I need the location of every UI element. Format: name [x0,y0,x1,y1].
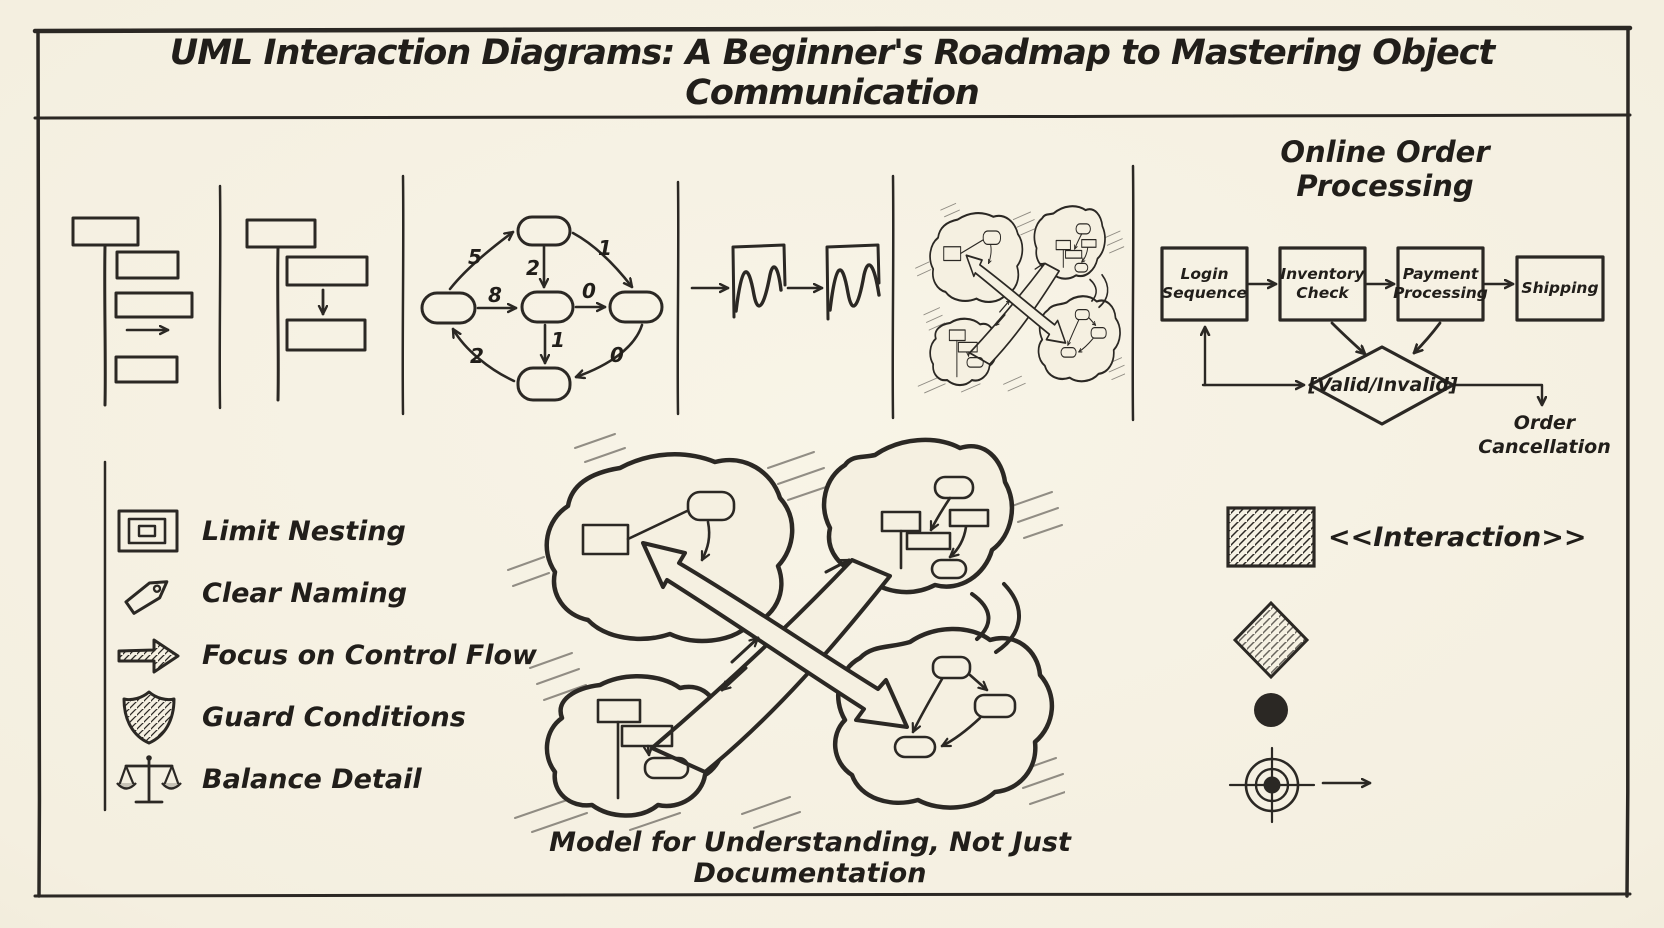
filled-circle-symbol [1254,693,1288,727]
graph-nodes [420,215,664,402]
cloud-bottom-left-content [596,698,690,800]
cancellation-arrow [1451,383,1542,405]
cloud-top-left-content [581,490,736,562]
svg-text:1: 1 [551,328,565,352]
lifeline-head-box [245,218,317,249]
frame-top-line [32,25,1633,34]
checklist-item-label: Limit Nesting [202,515,406,547]
thick-arrow-icon [117,638,180,674]
checklist-item-label: Guard Conditions [202,701,466,733]
svg-text:2: 2 [526,256,540,280]
waveform [734,265,783,313]
flowchart-drawing [1160,246,1605,426]
checklist-row: Clear Naming [116,565,407,621]
timing-diagram-sketch [690,243,881,321]
cloud-top-right-content [880,475,990,580]
flowchart-title: Online Order Processing [1280,135,1490,203]
ribbon-arrow-up-right [650,558,892,774]
graph-edge-labels: 5 2 1 8 0 1 0 2 [468,236,624,368]
flowchart-step-payment: Payment Processing [1393,265,1488,302]
frame-bottom-line [33,892,1632,898]
page-title: UML Interaction Diagrams: A Beginner's R… [169,33,1495,113]
legend-symbols [1226,506,1372,824]
balance-scale-icon [116,755,182,804]
lifeline [276,246,280,402]
waveform [828,263,881,312]
numbered-graph-sketch: 5 2 1 8 0 1 0 2 [420,215,664,402]
cancellation-label: Order Cancellation [1478,412,1611,458]
lifeline-head-box [71,216,140,247]
checklist-item-label: Balance Detail [202,763,422,795]
hatched-rectangle-symbol [1226,506,1316,568]
cloud-bottom-right-content [893,655,1017,759]
pencil-hatching [507,433,1065,833]
checklist-row: Focus on Control Flow [116,627,537,683]
svg-text:2: 2 [470,344,484,368]
flow-chevrons [720,558,851,692]
checklist-row: Limit Nesting [116,503,406,559]
svg-text:8: 8 [488,283,502,307]
interaction-overview-sketch [507,433,1065,833]
wave-frame [731,243,787,319]
interaction-legend-label: <<Interaction>> [1328,521,1587,553]
title-underline [33,113,1632,120]
svg-text:5: 5 [468,245,482,269]
ribbon-arrow-double-headed [641,541,909,729]
checklist-row: Balance Detail [116,751,422,807]
graph-edges [448,230,644,383]
hatched-diamond-symbol [1232,600,1310,680]
ribbon-neck-right [970,582,1021,654]
target-symbol [1228,746,1316,824]
svg-text:1: 1 [598,236,612,260]
flowchart-step-inventory: Inventory Check [1280,265,1365,302]
sequence-diagram-sketch [71,216,194,407]
flowchart-arrows [1203,284,1542,405]
tag-icon [124,580,169,615]
frame-left-line [35,31,42,898]
flowchart-step-boxes [1160,246,1605,322]
checklist-item-label: Focus on Control Flow [202,639,537,671]
svg-text:0: 0 [610,343,624,367]
wave-frame [825,243,881,321]
checklist-item-label: Clear Naming [202,577,408,609]
checklist-row: Guard Conditions [116,689,466,745]
interaction-overview-thumbnail [905,192,1125,397]
checklist-divider [103,460,107,812]
communication-diagram-sketch [245,218,369,402]
decision-label: [Valid/Invalid] [1308,374,1458,396]
lifeline [103,244,107,407]
flowchart-step-shipping: Shipping [1521,279,1599,298]
panel-dividers [103,164,1135,812]
svg-text:0: 0 [582,279,596,303]
frame-right-line [1625,28,1630,898]
flowchart-step-login: Login Sequence [1161,265,1248,302]
bottom-caption: Model for Understanding, Not Just Docume… [549,827,1071,889]
cloud-bottom-right [832,626,1055,810]
decision-diamond [1308,345,1455,426]
nested-frames-icon [117,509,179,553]
shield-icon [122,690,176,745]
